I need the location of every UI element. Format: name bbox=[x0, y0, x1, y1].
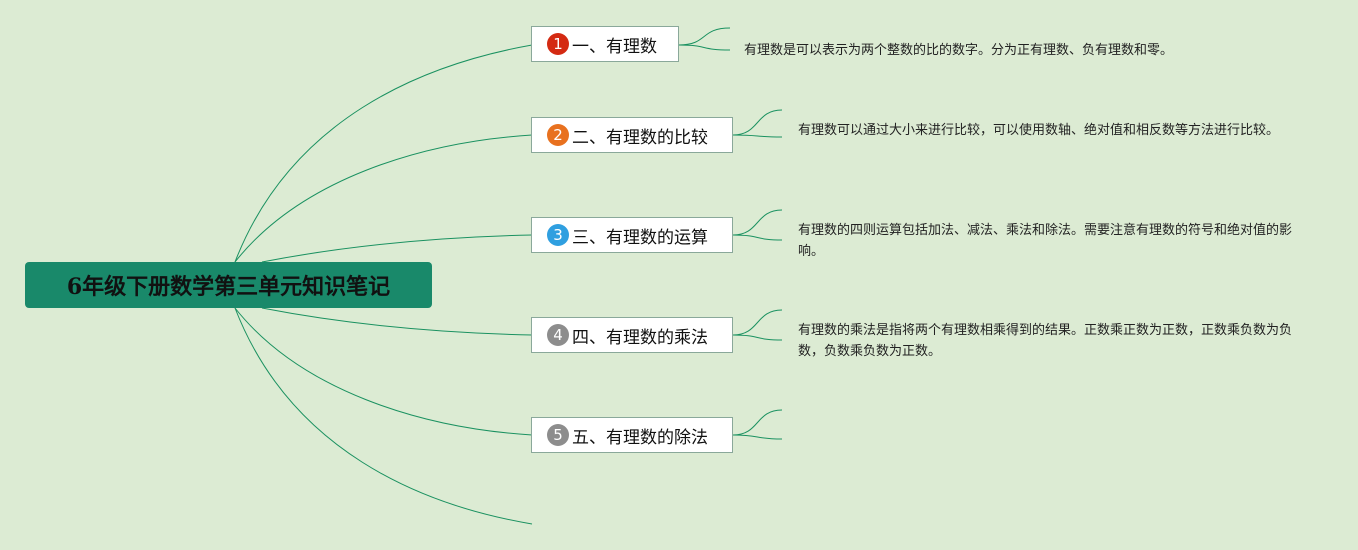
fork-branch-5 bbox=[732, 409, 783, 440]
branch-label-2: 二、有理数的比较 bbox=[572, 127, 708, 148]
note-2: 有理数可以通过大小来进行比较，可以使用数轴、绝对值和相反数等方法进行比较。 bbox=[798, 123, 1280, 138]
branch-topic-2[interactable]: 2 二、有理数的比较 bbox=[531, 117, 733, 153]
note-1: 有理数是可以表示为两个整数的比的数字。分为正有理数、负有理数和零。 bbox=[744, 43, 1174, 58]
root-topic[interactable]: 6年级下册数学第三单元知识笔记 bbox=[25, 262, 432, 308]
root-title: 6年级下册数学第三单元知识笔记 bbox=[66, 274, 391, 300]
number-badge-1: 1 bbox=[547, 33, 569, 55]
note-3: 有理数的四则运算包括加法、减法、乘法和除法。需要注意有理数的符号和绝对值的影响。 bbox=[798, 223, 1293, 259]
number-badge-2: 2 bbox=[547, 124, 569, 146]
connector-branch-2 bbox=[234, 134, 533, 263]
branch-label-3: 三、有理数的运算 bbox=[572, 227, 708, 248]
number-badge-4: 4 bbox=[547, 324, 569, 346]
fork-branch-3 bbox=[732, 209, 783, 241]
branch-label-4: 四、有理数的乘法 bbox=[572, 327, 708, 348]
note-4: 有理数的乘法是指将两个有理数相乘得到的结果。正数乘正数为正数，正数乘负数为负数，… bbox=[798, 323, 1293, 359]
branch-topic-5[interactable]: 5 五、有理数的除法 bbox=[531, 417, 733, 453]
branch-topic-1[interactable]: 1 一、有理数 bbox=[531, 26, 679, 62]
number-badge-3: 3 bbox=[547, 224, 569, 246]
connector-branch-4 bbox=[261, 307, 533, 336]
connector-branch-5 bbox=[234, 307, 533, 436]
branch-topic-3[interactable]: 3 三、有理数的运算 bbox=[531, 217, 733, 253]
connector-branch-6 bbox=[234, 307, 533, 525]
number-badge-5: 5 bbox=[547, 424, 569, 446]
branch-label-1: 一、有理数 bbox=[572, 36, 657, 57]
connector-branch-3 bbox=[261, 234, 533, 263]
branch-topic-4[interactable]: 4 四、有理数的乘法 bbox=[531, 317, 733, 353]
fork-branch-1 bbox=[678, 27, 731, 51]
branch-label-5: 五、有理数的除法 bbox=[572, 427, 708, 448]
connector-branch-1 bbox=[234, 44, 533, 263]
fork-branch-2 bbox=[732, 109, 783, 138]
fork-branch-4 bbox=[732, 309, 783, 341]
